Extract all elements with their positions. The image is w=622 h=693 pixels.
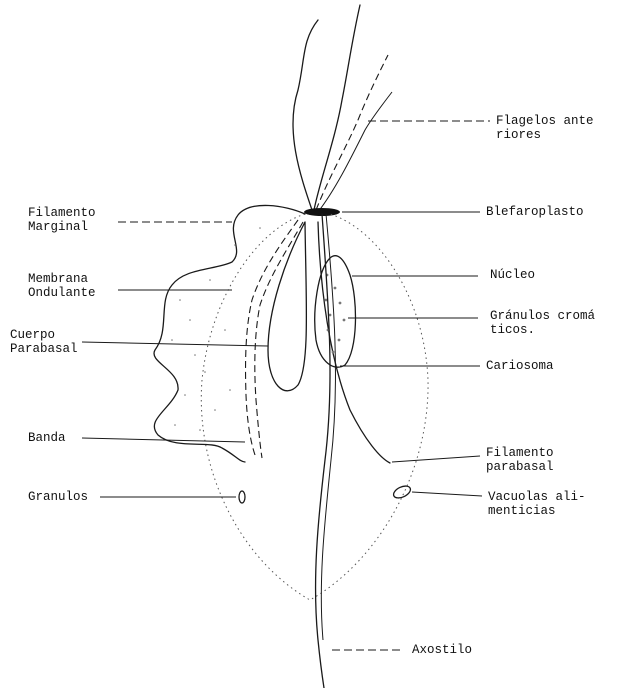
label-filamento-parabasal-line2: parabasal <box>486 460 554 474</box>
label-cuerpo-line1: Cuerpo <box>10 328 55 342</box>
label-flagelos-line2: riores <box>496 128 541 142</box>
label-vacuolas-line1: Vacuolas ali- <box>488 490 586 504</box>
label-axostilo: Axostilo <box>412 643 472 657</box>
label-filamento-marginal-line1: Filamento <box>28 206 96 220</box>
label-cariosoma: Cariosoma <box>486 359 554 373</box>
label-blefaroplasto: Blefaroplasto <box>486 205 584 219</box>
label-membrana-line1: Membrana <box>28 272 88 286</box>
label-vacuolas: Vacuolas ali- menticias <box>488 490 586 518</box>
food-vacuole-shape <box>392 484 413 501</box>
leader-lines <box>82 121 490 650</box>
label-granulos: Granulos <box>28 490 88 504</box>
label-cuerpo: Cuerpo Parabasal <box>10 328 78 356</box>
label-membrana: Membrana Ondulante <box>28 272 96 300</box>
label-filamento-parabasal-line1: Filamento <box>486 446 554 460</box>
label-vacuolas-line2: menticias <box>488 504 556 518</box>
label-flagelos-line1: Flagelos ante <box>496 114 594 128</box>
label-filamento-marginal-line2: Marginal <box>28 220 88 234</box>
label-banda: Banda <box>28 431 66 445</box>
label-filamento-marginal: Filamento Marginal <box>28 206 96 234</box>
label-filamento-parabasal: Filamento parabasal <box>486 446 554 474</box>
undulating-membrane <box>154 205 305 462</box>
label-membrana-line2: Ondulante <box>28 286 96 300</box>
label-granulos-cromaticos: Gránulos cromá ticos. <box>490 309 595 337</box>
label-granulos-cromaticos-line2: ticos. <box>490 323 535 337</box>
label-flagelos: Flagelos ante riores <box>496 114 594 142</box>
label-cuerpo-line2: Parabasal <box>10 342 78 356</box>
label-nucleo: Núcleo <box>490 268 535 282</box>
anterior-flagella <box>293 5 392 212</box>
parabasal-body <box>268 222 306 391</box>
body-outline <box>201 214 428 600</box>
granule-shape <box>239 491 245 503</box>
label-granulos-cromaticos-line1: Gránulos cromá <box>490 309 595 323</box>
